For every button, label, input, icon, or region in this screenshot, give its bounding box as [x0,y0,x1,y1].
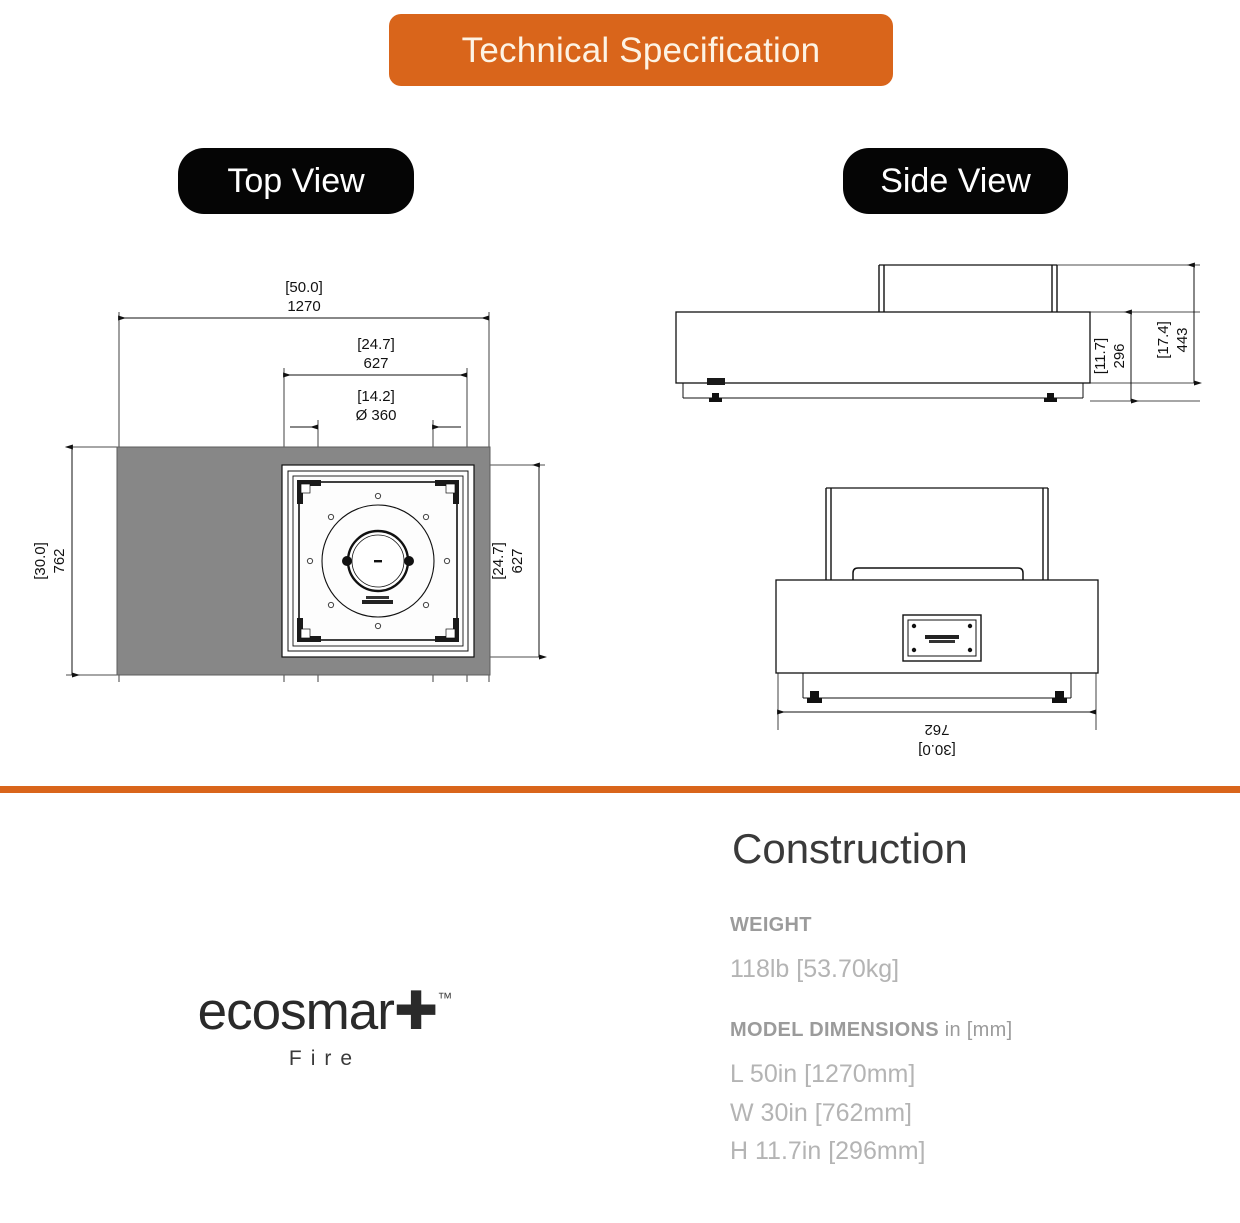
burner-port-left [342,556,352,566]
construction-panel: Construction WEIGHT 118lb [53.70kg] MODE… [730,828,1210,1201]
side-view-extension-lines [1057,264,1200,402]
top-view-label-pill: Top View [178,148,414,214]
side-view-label-pill: Side View [843,148,1068,214]
burner-fixing-holes [306,492,451,630]
burner-tray-outline [298,481,458,641]
weight-label: WEIGHT [730,914,812,936]
dim-overall-width: [30.0] 762 [32,444,81,678]
dim-burner-outer-mm: 627 [363,355,388,372]
brand-wordmark: ecosmar✚™ [160,985,490,1038]
construction-heading: Construction [732,825,968,872]
side-view-body [675,311,1091,384]
burner-center-mark [374,560,382,563]
burner-corner-brackets [297,480,459,642]
dim-overall-length: [50.0] 1270 [118,279,489,321]
trademark-symbol: ™ [437,990,453,1007]
side-view-label: Side View [880,162,1031,200]
weight-spec-group: WEIGHT 118lb [53.70kg] [730,914,1210,989]
dim-end-view-width-in: [30.0] [918,741,956,758]
dim-burner-diameter: [14.2] Ø 360 [290,388,461,430]
burner-port-right [404,556,414,566]
brand-wordmark-text: ecosmar✚ [197,982,439,1041]
dim-burner-depth-mm: 627 [509,548,526,573]
weight-value: 118lb [53.70kg] [730,955,900,983]
dim-burner-diameter-in: [14.2] [357,388,395,405]
burner-outer-circle [321,504,435,618]
dim-burner-outer: [24.7] 627 [283,336,467,378]
dim-end-view-width-mm: 762 [924,721,949,738]
ecosmart-fire-logo: ecosmar✚™ Fire [160,985,490,1069]
dim-body-height-in: [11.7] [1092,338,1109,374]
dimensions-unit-note: in [mm] [938,1018,1013,1041]
dim-end-view-width: 762 [30.0] [777,709,1096,758]
dimension-length: L 50in [1270mm] [730,1059,916,1088]
brand-subword: Fire [288,1047,362,1070]
technical-drawing-area: [50.0] 1270 [24.7] 627 [14.2] Ø 360 [30.… [0,230,1240,775]
dim-overall-length-in: [50.0] [285,279,323,296]
dim-burner-depth-in: [24.7] [490,542,507,580]
page-title: Technical Specification [461,30,821,70]
section-divider [0,786,1240,793]
end-view-feet [807,691,1067,703]
dim-burner-outer-in: [24.7] [357,336,395,353]
side-view-feet [709,393,1057,402]
end-view-extension-lines [777,673,1097,730]
top-view-label: Top View [227,162,365,200]
side-view-drawing: [11.7] 296 [17.4] 443 [675,262,1203,404]
dimensions-label: MODEL DIMENSIONS in [mm] [730,1019,1210,1041]
burner-logo-mark [362,596,393,604]
dim-body-height: [11.7] 296 [1092,309,1140,404]
dimension-height: H 11.7in [296mm] [730,1137,926,1166]
end-view-glass-screen [825,487,1049,580]
end-view-badge-plate [902,614,982,662]
drawings-svg: [50.0] 1270 [24.7] 627 [14.2] Ø 360 [30.… [32,262,1203,758]
dim-body-height-mm: 296 [1111,343,1128,368]
dim-burner-diameter-mm: Ø 360 [356,407,397,424]
burner-corner-tabs [300,483,456,639]
side-view-product-label [707,378,725,385]
dim-overall-height: [17.4] 443 [1155,262,1203,386]
dimensions-label-text: MODEL DIMENSIONS [730,1018,939,1041]
top-view-drawing: [50.0] 1270 [24.7] 627 [14.2] Ø 360 [30.… [32,279,548,682]
end-view-tray-lip [852,567,1024,580]
dim-overall-width-in: [30.0] [32,542,49,580]
technical-specification-banner: Technical Specification [389,14,893,86]
dim-burner-depth: [24.7] 627 [490,462,548,660]
dim-overall-height-mm: 443 [1174,327,1191,352]
dim-overall-length-mm: 1270 [287,298,320,315]
dim-overall-height-in: [17.4] [1155,321,1172,359]
dim-overall-width-mm: 762 [51,548,68,573]
top-view-burner-assembly [281,464,475,658]
end-view-drawing: 762 [30.0] [775,487,1099,758]
dimension-width: W 30in [762mm] [730,1098,913,1127]
dimensions-spec-group: MODEL DIMENSIONS in [mm] L 50in [1270mm]… [730,1019,1210,1171]
